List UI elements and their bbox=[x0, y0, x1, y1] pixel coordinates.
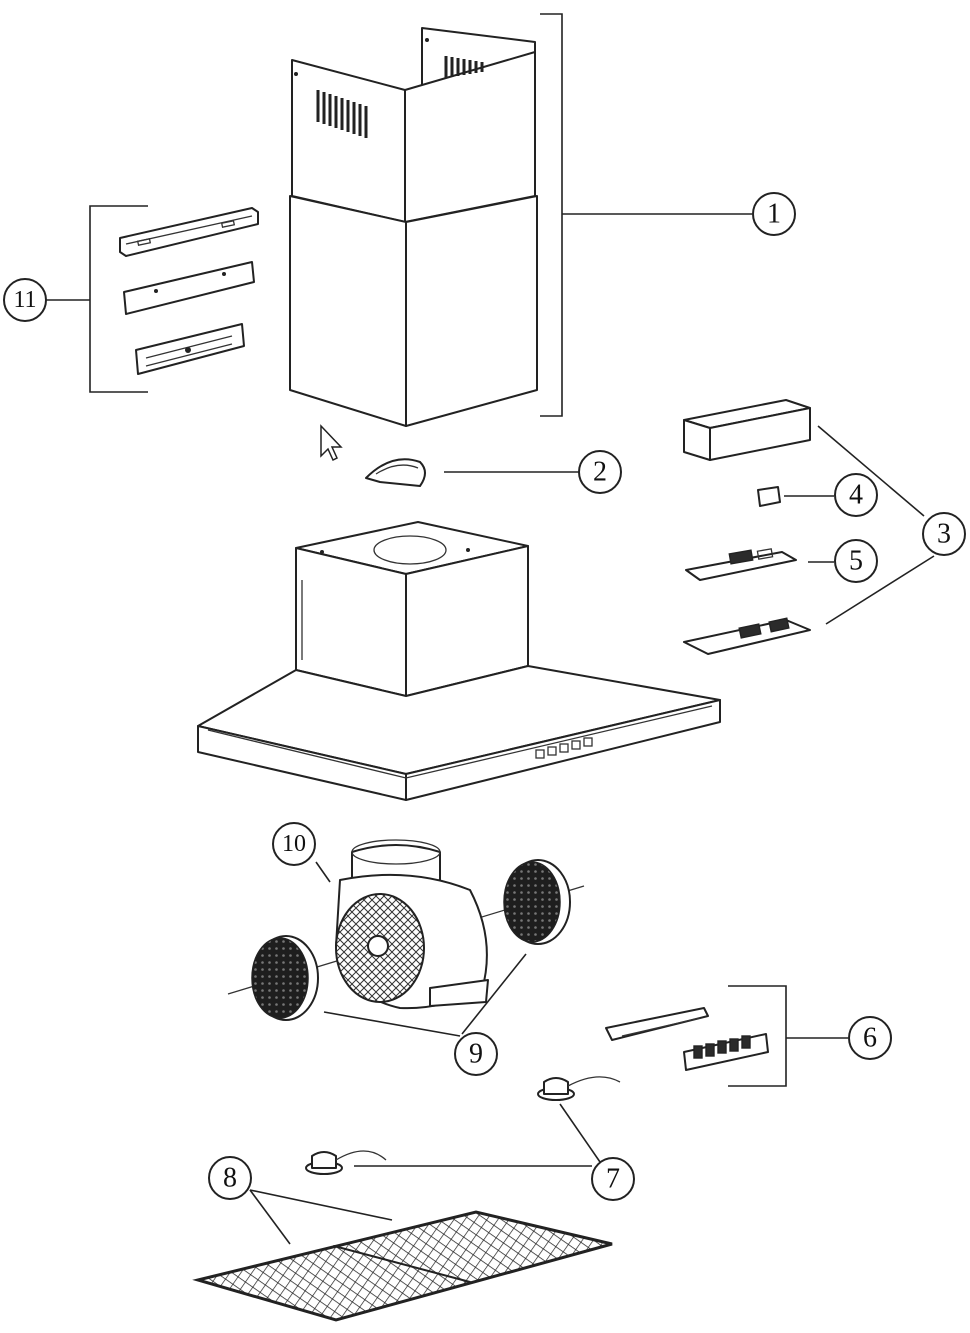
bracket-part-1 bbox=[540, 13, 563, 417]
callout-6-label: 6 bbox=[863, 1023, 877, 1054]
callout-9-label: 9 bbox=[469, 1039, 483, 1070]
backdraft-damper bbox=[365, 458, 426, 487]
callout-6: 6 bbox=[848, 1016, 892, 1060]
callout-9: 9 bbox=[454, 1032, 498, 1076]
chimney-vent-right bbox=[444, 56, 484, 78]
mounting-brackets bbox=[119, 207, 259, 375]
callout-11: 11 bbox=[3, 278, 47, 322]
callout-3-label: 3 bbox=[937, 519, 951, 550]
callout-8: 8 bbox=[208, 1156, 252, 1200]
callout-2-label: 2 bbox=[593, 457, 607, 488]
callout-10-label: 10 bbox=[282, 831, 306, 857]
callout-1: 1 bbox=[752, 192, 796, 236]
callout-5: 5 bbox=[834, 539, 878, 583]
callout-4: 4 bbox=[834, 473, 878, 517]
control-buttons bbox=[535, 737, 593, 759]
control-board bbox=[685, 548, 797, 581]
callout-11-label: 11 bbox=[13, 287, 36, 313]
grease-filter bbox=[192, 1210, 613, 1322]
carbon-filter-right bbox=[503, 859, 571, 945]
callout-5-label: 5 bbox=[849, 546, 863, 577]
callout-1-label: 1 bbox=[767, 199, 781, 230]
bracket-part-11 bbox=[89, 205, 148, 393]
callout-2: 2 bbox=[578, 450, 622, 494]
control-box bbox=[683, 399, 811, 461]
callout-10: 10 bbox=[272, 822, 316, 866]
lamp-left bbox=[305, 1150, 387, 1175]
callout-8-label: 8 bbox=[223, 1163, 237, 1194]
callout-7: 7 bbox=[591, 1157, 635, 1201]
power-board bbox=[683, 617, 811, 655]
carbon-filter-left bbox=[251, 935, 319, 1021]
hood-body bbox=[197, 521, 721, 801]
fan-motor bbox=[335, 839, 489, 1010]
chimney-vent-left bbox=[316, 90, 368, 138]
bracket-part-6 bbox=[728, 985, 787, 1087]
mouse-pointer-icon bbox=[320, 424, 343, 462]
switch-component bbox=[757, 486, 781, 507]
lamp-right bbox=[537, 1076, 621, 1101]
control-panel-parts bbox=[605, 1007, 769, 1071]
callout-3: 3 bbox=[922, 512, 966, 556]
callout-7-label: 7 bbox=[606, 1164, 620, 1195]
chimney-cover bbox=[289, 27, 538, 427]
callout-4-label: 4 bbox=[849, 480, 863, 511]
